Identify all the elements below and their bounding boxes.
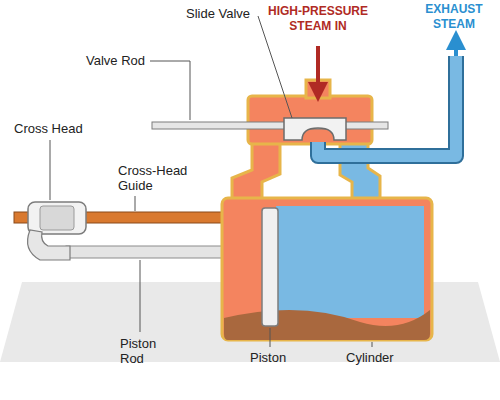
steam-passage (232, 140, 280, 205)
cross-head (28, 202, 86, 260)
part-label: HIGH-PRESSURE STEAM IN (263, 4, 373, 34)
part-label: Valve Rod (86, 53, 145, 68)
cylinder (222, 198, 432, 340)
part-label: Cross-Head Guide (118, 163, 198, 193)
exhaust-arrow (454, 40, 458, 56)
piston (262, 208, 278, 326)
exhaust-pipe (318, 56, 456, 156)
exhaust-pipe-outline (318, 56, 456, 156)
part-label: EXHAUST STEAM (411, 2, 497, 32)
leader-lines (50, 16, 372, 347)
part-label: Piston Rod (120, 336, 168, 366)
part-label: Cylinder (346, 350, 394, 365)
part-label: Piston (250, 350, 286, 365)
slide-valve (284, 118, 346, 140)
steam-in-arrow (316, 46, 320, 92)
part-label: Cross Head (14, 121, 83, 136)
steam-chest (248, 96, 372, 144)
valve-rod (152, 122, 388, 129)
part-label: Slide Valve (186, 6, 250, 21)
